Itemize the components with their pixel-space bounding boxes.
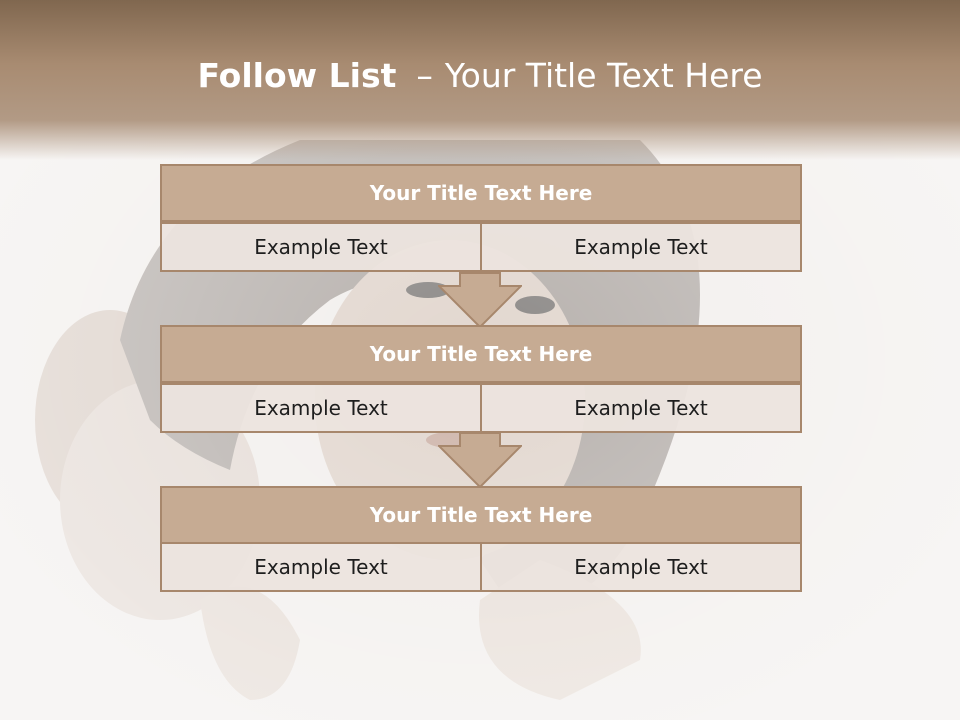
step-right-text: Example Text [480,222,802,272]
step-right-text: Example Text [480,542,802,592]
down-arrow-icon [438,272,522,328]
step-left-text: Example Text [160,542,482,592]
step-right-text: Example Text [480,383,802,433]
step-left-text: Example Text [160,383,482,433]
step-title: Your Title Text Here [160,486,802,544]
step-left-text: Example Text [160,222,482,272]
step-title: Your Title Text Here [160,325,802,383]
down-arrow-icon [438,432,522,488]
slide-title-separator: – [416,55,433,95]
header-band [0,0,960,160]
slide-title-rest: Your Title Text Here [444,55,763,95]
step-title: Your Title Text Here [160,164,802,222]
slide-title: Follow List – Your Title Text Here [0,50,960,100]
slide-title-bold: Follow List [197,55,397,95]
